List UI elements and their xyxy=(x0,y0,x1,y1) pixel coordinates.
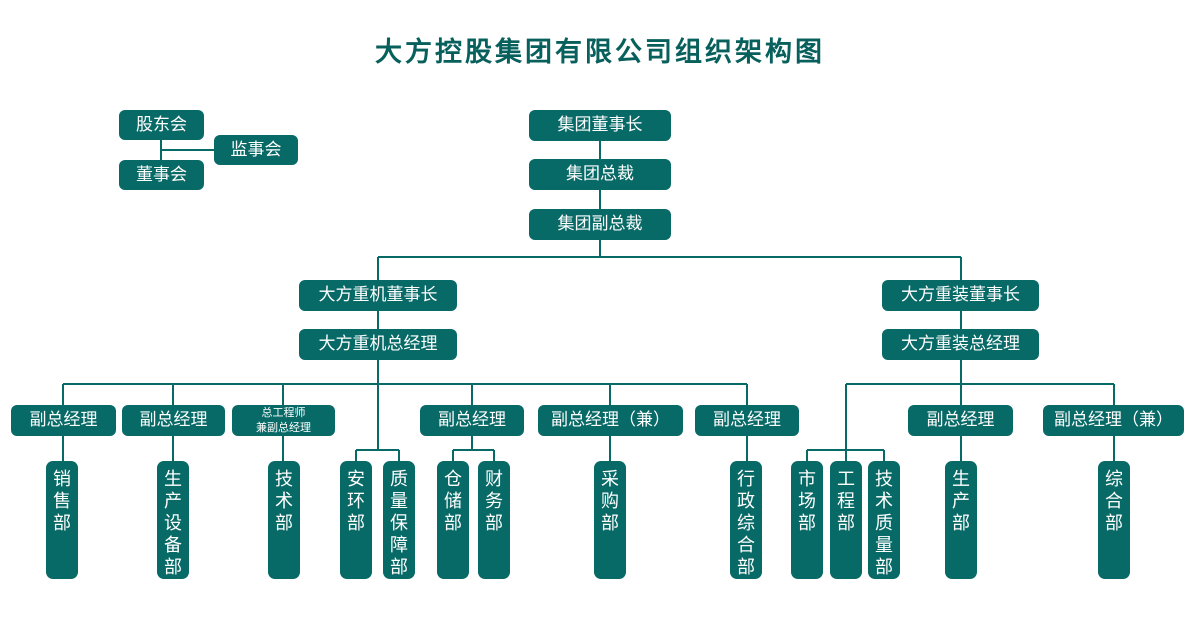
dept-production-node: 生产部 xyxy=(945,461,977,579)
he-vice-gm-1-node: 副总经理 xyxy=(908,405,1013,436)
hm-vice-gm-4-node: 副总经理（兼） xyxy=(538,405,683,436)
dept-procurement-node: 采购部 xyxy=(594,461,626,579)
heavy-equipment-chairman-node: 大方重装董事长 xyxy=(882,280,1039,311)
dept-safety-environment-node: 安环部 xyxy=(340,461,372,579)
dept-tech-quality-node: 技术质量部 xyxy=(868,461,900,579)
hm-vice-gm-3-node: 副总经理 xyxy=(420,405,524,436)
dept-finance-node: 财务部 xyxy=(478,461,510,579)
page-title: 大方控股集团有限公司组织架构图 xyxy=(375,37,825,68)
hm-vice-gm-2-node: 副总经理 xyxy=(122,405,225,436)
heavy-equipment-gm-node: 大方重装总经理 xyxy=(882,329,1039,360)
dept-technology-node: 技术部 xyxy=(268,461,300,579)
hm-chief-engineer-line-2: 兼副总经理 xyxy=(256,420,311,434)
dept-sales-node: 销售部 xyxy=(46,461,78,579)
dept-warehouse-node: 仓储部 xyxy=(437,461,469,579)
supervisory-board-node: 监事会 xyxy=(214,135,298,165)
dept-market-node: 市场部 xyxy=(791,461,823,579)
dept-engineering-node: 工程部 xyxy=(830,461,862,579)
group-chairman-node: 集团董事长 xyxy=(529,110,671,141)
shareholders-meeting-node: 股东会 xyxy=(119,110,204,140)
dept-quality-assurance-node: 质量保障部 xyxy=(383,461,415,579)
hm-vice-gm-5-node: 副总经理 xyxy=(695,405,799,436)
group-president-node: 集团总裁 xyxy=(529,159,671,190)
dept-production-equipment-node: 生产设备部 xyxy=(157,461,189,579)
heavy-machinery-chairman-node: 大方重机董事长 xyxy=(299,280,457,311)
heavy-machinery-gm-node: 大方重机总经理 xyxy=(299,329,457,360)
he-vice-gm-2-node: 副总经理（兼） xyxy=(1043,405,1184,436)
dept-general-affairs-node: 综合部 xyxy=(1098,461,1130,579)
hm-vice-gm-1-node: 副总经理 xyxy=(11,405,116,436)
hm-chief-engineer-node: 总工程师 兼副总经理 xyxy=(232,405,335,436)
dept-administration-node: 行政综合部 xyxy=(730,461,762,579)
board-of-directors-node: 董事会 xyxy=(119,160,204,190)
group-vice-president-node: 集团副总裁 xyxy=(529,209,671,240)
hm-chief-engineer-line-1: 总工程师 xyxy=(261,405,306,419)
